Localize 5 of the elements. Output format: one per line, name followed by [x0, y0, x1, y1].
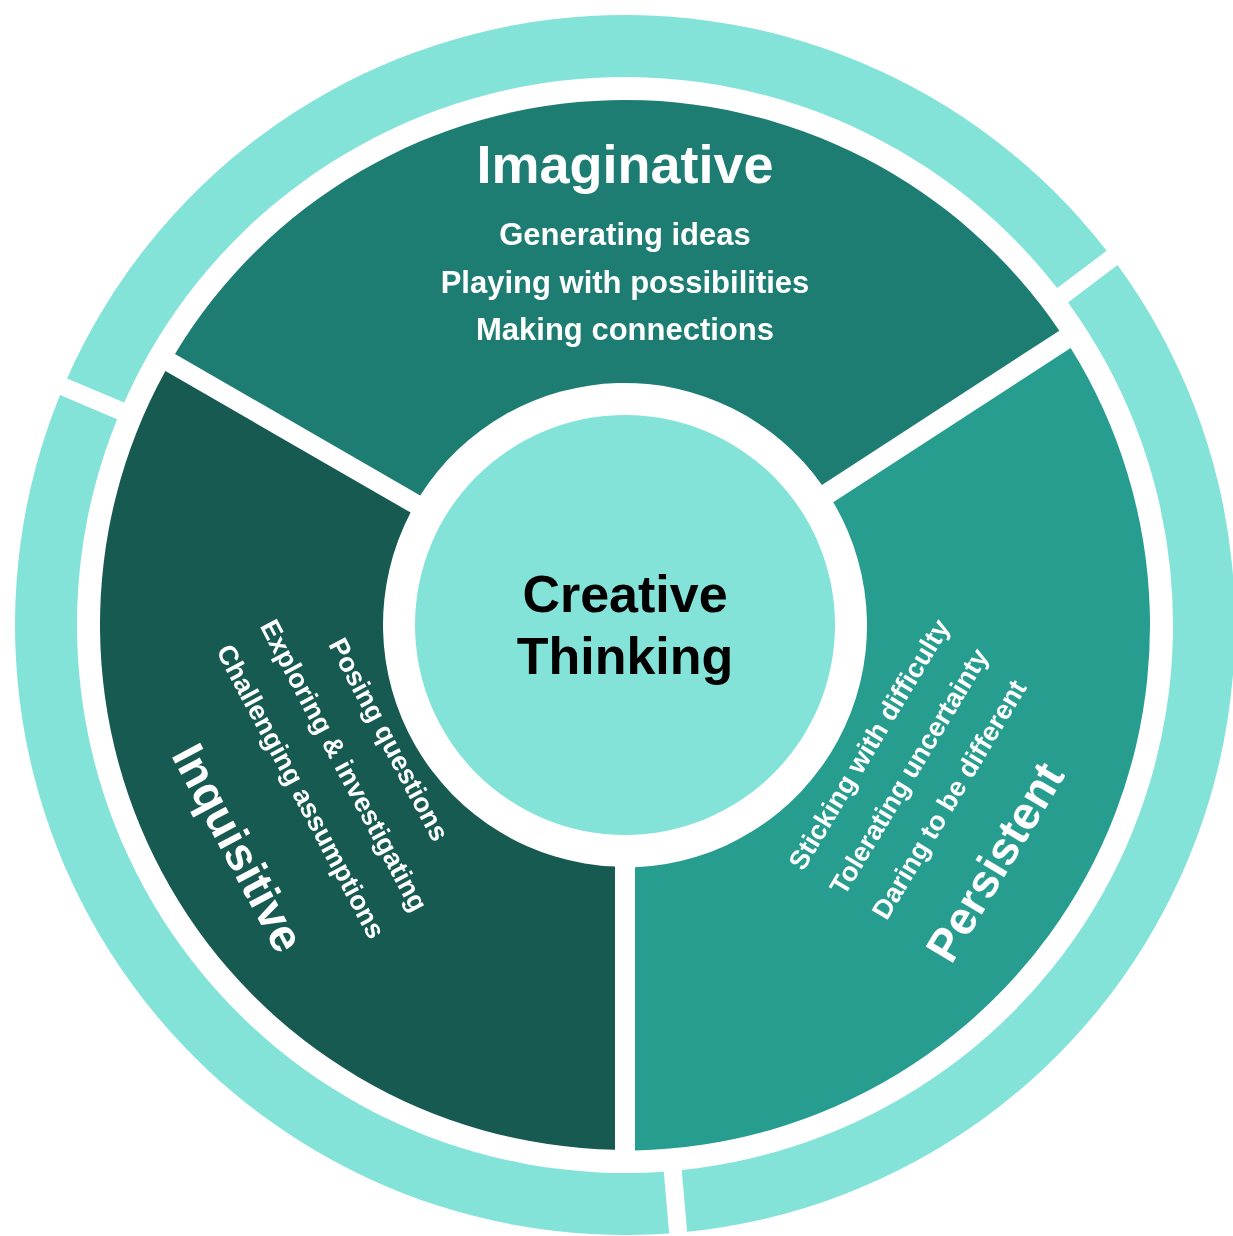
- sector-heading: Imaginative: [476, 135, 774, 195]
- sector-item: Making connections: [476, 312, 774, 348]
- sector-item: Playing with possibilities: [440, 265, 810, 301]
- center-label: Creative Thinking: [515, 563, 735, 687]
- sector-item: Generating ideas: [499, 217, 751, 253]
